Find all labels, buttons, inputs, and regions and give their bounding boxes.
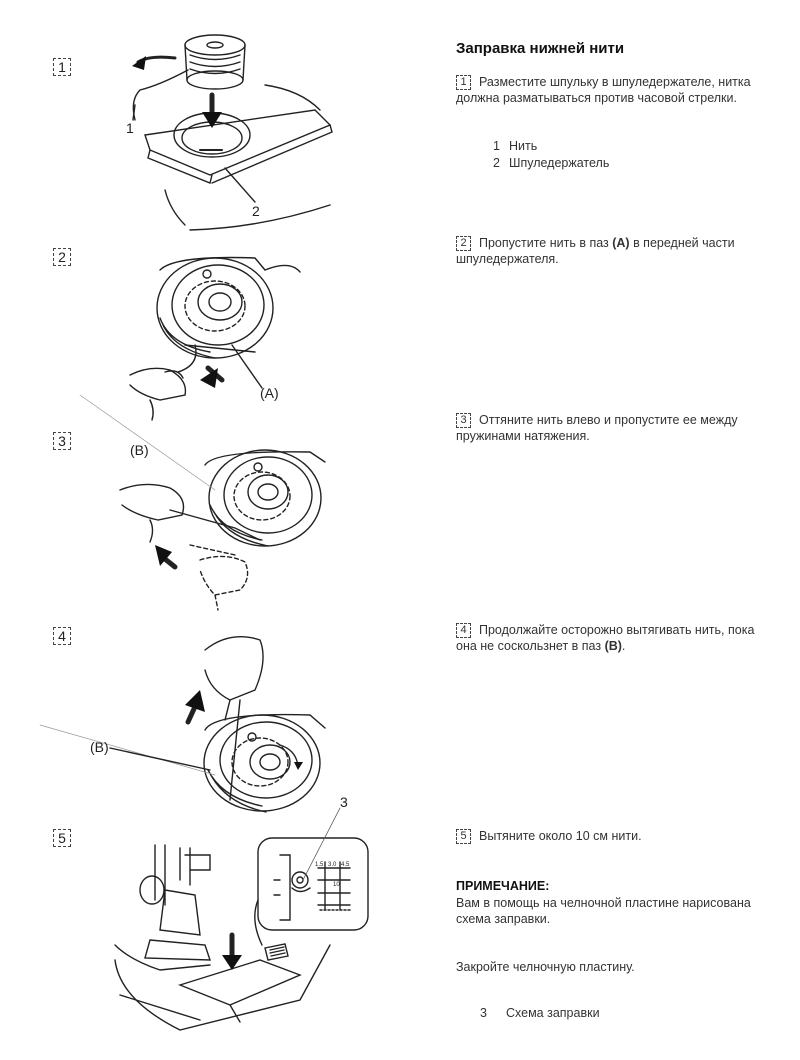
figure-5-scale-4: 10: [333, 882, 340, 888]
figure-5-scale-1: 1.5: [315, 862, 324, 868]
step-number-1: 1: [456, 75, 471, 90]
slot-a-label: (A): [612, 236, 630, 250]
figure-1-label-thread: 1: [126, 120, 134, 136]
step-number-3: 3: [456, 413, 471, 428]
figure-5-label-scheme: 3: [340, 794, 348, 810]
close-plate-text: Закройте челночную пластину.: [456, 960, 635, 974]
step-number-5: 5: [456, 829, 471, 844]
figure-step-number-1: 1: [53, 58, 71, 76]
figure-4-label-b: (B): [90, 739, 109, 755]
figure-step-number-4: 4: [53, 627, 71, 645]
step-3-text: Оттяните нить влево и пропустите ее межд…: [456, 413, 738, 443]
step-number-2: 2: [456, 236, 471, 251]
note-heading: ПРИМЕЧАНИЕ:: [456, 879, 550, 893]
figure-5-needle-plate: [114, 807, 369, 1031]
step-5-text: Вытяните около 10 см нити.: [479, 829, 642, 843]
figure-5-scale-3: 4.5: [341, 862, 350, 868]
instruction-step-5: 5 Вытяните около 10 см нити.: [456, 828, 776, 844]
figure-4-slot-b: [39, 636, 326, 813]
illustrations: 1 2 (A) (B) (B) 3 1.5 3.0 4.5 10: [39, 34, 369, 1031]
slot-b-label: (B): [604, 639, 622, 653]
figure-2-label-a: (A): [260, 385, 279, 401]
figure-step-number-5: 5: [53, 829, 71, 847]
figure-2-thread-slot-a: [129, 256, 301, 421]
figure-1-label-bobbin-holder: 2: [252, 203, 260, 219]
step-1-text: Разместите шпульку в шпуледержателе, нит…: [456, 75, 751, 105]
figure-step-number-3: 3: [53, 432, 71, 450]
figure-3-label-b: (B): [130, 442, 149, 458]
figure-3-tension-springs: [79, 394, 326, 611]
figure-5-scale-2: 3.0: [328, 862, 337, 868]
note-text: Вам в помощь на челночной пластине нарис…: [456, 896, 751, 926]
figure-1-bobbin-insertion: [132, 34, 333, 231]
page-title: Заправка нижней нити: [456, 40, 625, 57]
figure-step-number-2: 2: [53, 248, 71, 266]
step-number-4: 4: [456, 623, 471, 638]
